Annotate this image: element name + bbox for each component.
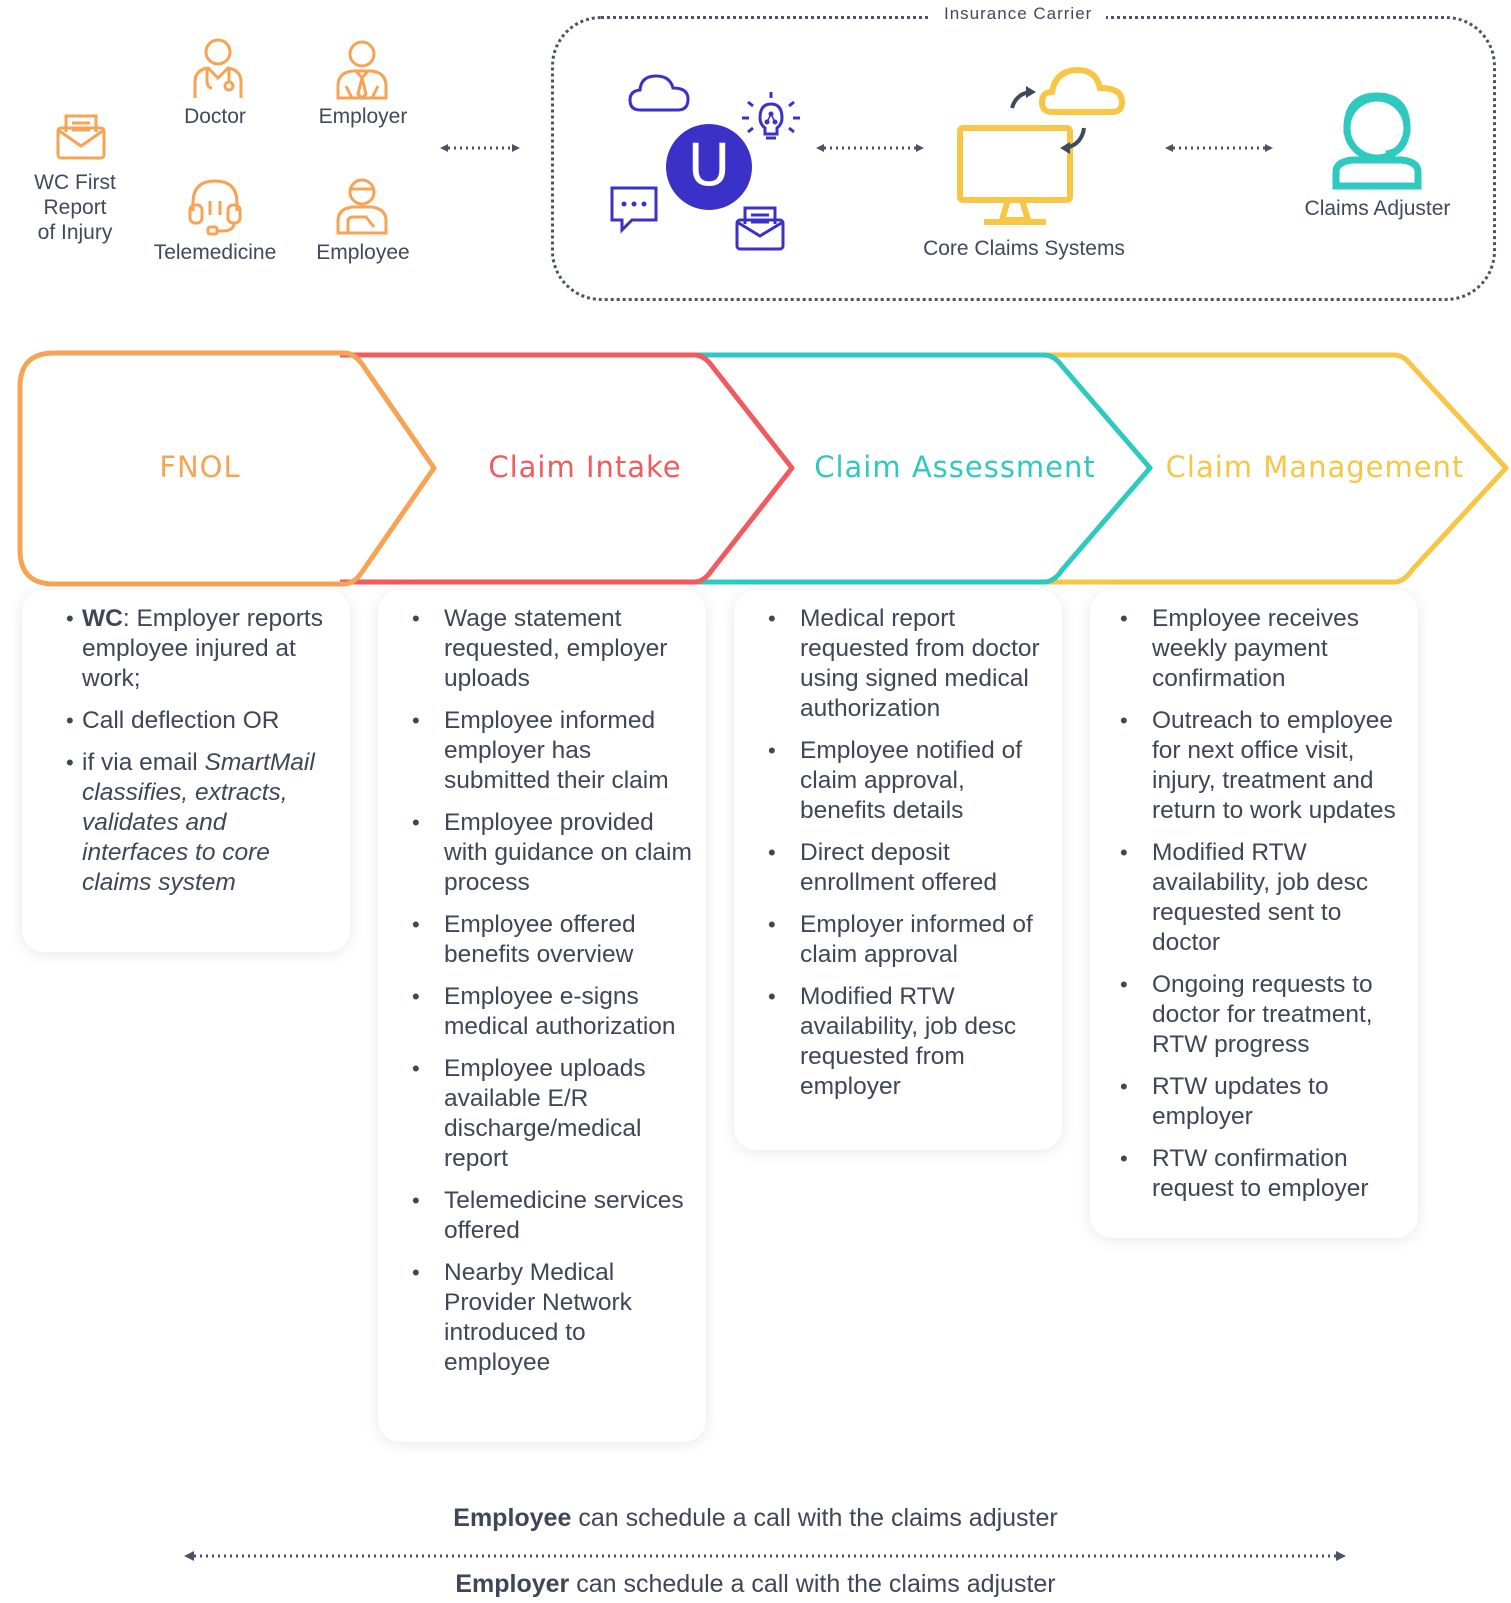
list-item: •Employee provided with guidance on clai…	[412, 809, 692, 896]
idea-bulb-icon	[742, 92, 800, 140]
envelope-report-icon	[56, 114, 106, 160]
list-item: •Employee uploads available E/R discharg…	[412, 1055, 646, 1172]
u-hub-letter: U	[687, 131, 731, 199]
list-item: •RTW confirmation request to employer	[1120, 1145, 1369, 1202]
u-hub-logo	[666, 124, 752, 210]
list-item: •Telemedicine services offered	[412, 1187, 684, 1244]
list-item: •Nearby Medical Provider Network introdu…	[412, 1259, 632, 1376]
list-item: •Ongoing requests to doctor for treatmen…	[1120, 971, 1373, 1058]
list-item: •WC: Employer reports employee injured a…	[66, 605, 323, 692]
list-item: •Employee e-signs medical authorization	[412, 983, 676, 1040]
chevron-fnol	[17, 350, 437, 587]
hub-core-connector	[816, 144, 924, 152]
computer-monitor-icon	[957, 66, 1126, 225]
list-item: •Modified RTW availability, job desc req…	[1120, 839, 1369, 956]
claims-adjuster-headset-icon	[1332, 92, 1422, 190]
bottom-double-arrow	[184, 1551, 1346, 1561]
list-item: •Employee receives weekly payment confir…	[1120, 605, 1359, 692]
list-item: •RTW updates to employer	[1120, 1073, 1329, 1130]
stage-title-claim-assessment: Claim Assessment	[814, 450, 1096, 484]
list-item: •Employee offered benefits overview	[412, 911, 636, 968]
chat-bubble-icon	[610, 186, 658, 234]
employer-label: Employer	[318, 105, 408, 128]
employer-icon	[336, 40, 388, 101]
list-item: •Employer informed of claim approval	[768, 911, 1033, 968]
claims-adjuster-label: Claims Adjuster	[1304, 197, 1451, 220]
list-item: •Employee notified of claim approval, be…	[768, 737, 1022, 824]
chevron-claim-intake	[340, 352, 795, 585]
employer-schedule-note: Employer can schedule a call with the cl…	[455, 1570, 1056, 1598]
stage-title-fnol: FNOL	[159, 450, 241, 484]
claim-management-list: •Employee receives weekly payment confir…	[1116, 604, 1412, 1204]
list-item: •Modified RTW availability, job desc req…	[768, 983, 1017, 1100]
telemedicine-headset-icon	[188, 179, 242, 236]
list-item: •Direct deposit enrollment offered	[768, 839, 998, 896]
telemedicine-label: Telemedicine	[153, 241, 277, 264]
chevron-claim-assessment	[690, 352, 1153, 585]
actors-carrier-connector	[440, 144, 520, 152]
email-icon	[735, 206, 785, 251]
list-item: •Call deflection OR	[66, 707, 280, 734]
core-adjuster-connector	[1165, 144, 1273, 152]
core-claims-label: Core Claims Systems	[923, 237, 1125, 260]
cloud-outline-icon	[628, 74, 690, 112]
stage-chevrons	[17, 350, 1509, 587]
stage-title-claim-intake: Claim Intake	[488, 450, 682, 484]
doctor-label: Doctor	[184, 105, 246, 128]
wc-first-report-label: WC First Report of Injury	[34, 171, 116, 244]
employee-label: Employee	[316, 241, 410, 264]
doctor-icon	[193, 38, 243, 98]
chevron-claim-management	[1040, 352, 1509, 585]
list-item: •Medical report requested from doctor us…	[768, 605, 1040, 722]
list-item: •Outreach to employee for next office vi…	[1120, 707, 1396, 824]
claim-intake-list: •Wage statement requested, employer uplo…	[408, 604, 692, 1378]
list-item: •Wage statement requested, employer uplo…	[412, 605, 668, 692]
stage-title-claim-management: Claim Management	[1165, 450, 1465, 484]
employee-icon	[336, 178, 388, 235]
card-fnol: •WC: Employer reports employee injured a…	[22, 590, 350, 952]
card-claim-assessment: •Medical report requested from doctor us…	[734, 590, 1062, 1150]
list-item: •Employee informed employer has submitte…	[412, 707, 669, 794]
card-claim-management: •Employee receives weekly payment confir…	[1090, 590, 1418, 1238]
list-item: •if via email SmartMail classifies, extr…	[66, 749, 315, 896]
fnol-list: •WC: Employer reports employee injured a…	[66, 604, 332, 898]
claim-assessment-list: •Medical report requested from doctor us…	[764, 604, 1054, 1102]
card-claim-intake: •Wage statement requested, employer uplo…	[378, 590, 706, 1442]
employee-schedule-note: Employee can schedule a call with the cl…	[453, 1504, 1058, 1532]
insurance-carrier-title: Insurance Carrier	[930, 4, 1107, 24]
